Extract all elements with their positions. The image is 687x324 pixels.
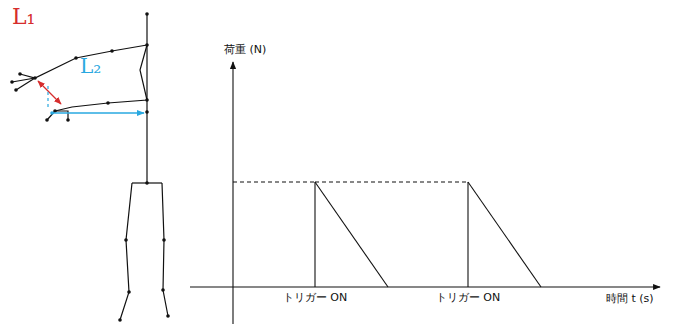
trigger-step <box>467 182 468 287</box>
upper-arm <box>20 45 147 78</box>
trigger-step <box>314 182 315 287</box>
left-leg <box>120 183 132 320</box>
joint <box>33 76 37 80</box>
length-arrow-l1 <box>38 81 61 104</box>
level-line <box>233 181 315 182</box>
x-axis <box>190 286 660 287</box>
joint <box>118 318 122 322</box>
joint <box>145 43 149 47</box>
right-leg <box>162 183 168 316</box>
finger <box>16 78 35 90</box>
joint <box>145 12 149 16</box>
projection-line <box>47 86 48 110</box>
load-decay <box>315 182 388 287</box>
trigger-label: トリガー ON <box>436 291 500 304</box>
length-arrow-l2 <box>52 112 144 113</box>
load-decay <box>468 182 541 287</box>
joint <box>10 80 14 84</box>
joint <box>14 88 18 92</box>
joint <box>74 56 78 60</box>
load-chart <box>190 62 660 324</box>
joint <box>18 72 22 76</box>
axis-title: 荷重 (N) <box>224 43 266 56</box>
joint <box>127 290 131 294</box>
y-axis <box>232 62 233 324</box>
joint <box>53 109 57 113</box>
joint <box>50 111 54 115</box>
joint <box>145 181 149 185</box>
length-label: L₂ <box>80 54 101 78</box>
stick-figure <box>12 14 168 320</box>
joint <box>124 238 128 242</box>
joint <box>166 314 170 318</box>
joint-dots <box>10 12 170 322</box>
joint <box>162 238 166 242</box>
joint <box>145 110 149 114</box>
axis-title: 時間 t (s) <box>606 292 654 305</box>
lower-arm <box>55 45 147 111</box>
length-label: L₁ <box>12 4 35 30</box>
joint <box>66 118 70 122</box>
joint <box>145 98 149 102</box>
joint <box>45 118 49 122</box>
joint <box>161 288 165 292</box>
trigger-label: トリガー ON <box>283 291 347 304</box>
joint <box>106 101 110 105</box>
level-line <box>315 181 468 182</box>
joint <box>110 49 114 53</box>
